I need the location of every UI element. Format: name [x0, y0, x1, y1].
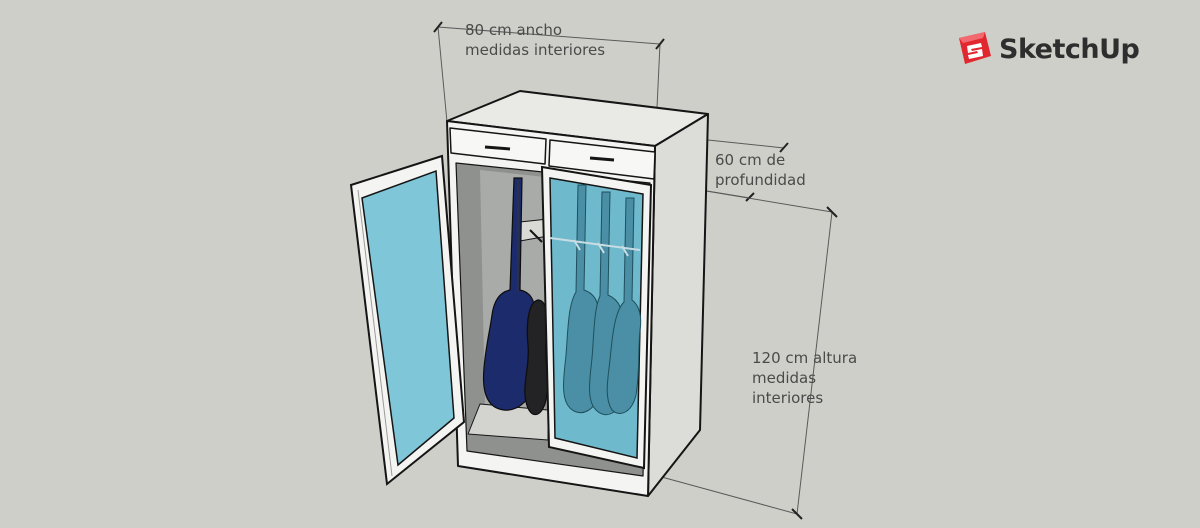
right-door[interactable] — [540, 165, 653, 470]
left-door[interactable] — [349, 154, 466, 486]
guitars-behind-glass — [563, 184, 642, 415]
drawer-left — [449, 127, 547, 165]
drawer-handle-left — [484, 145, 511, 151]
sketchup-logo: SketchUp — [955, 30, 1140, 68]
guitar-dark — [524, 299, 549, 416]
cabinet-side — [647, 113, 709, 497]
sketchup-logo-icon — [959, 32, 991, 64]
brand-name: SketchUp — [999, 33, 1140, 65]
guitars — [482, 177, 549, 416]
drawer-handle-right — [589, 156, 615, 162]
depth-dimension-label: 60 cm de profundidad — [715, 150, 806, 190]
dimension-lines — [433, 21, 838, 520]
depth-label-line-1: 60 cm de — [715, 151, 786, 169]
width-label-line-2: medidas interiores — [465, 41, 606, 59]
width-label-line-1: 80 cm ancho — [465, 21, 563, 39]
width-dimension-label: 80 cm ancho medidas interiores — [465, 20, 605, 60]
guitar-hooks — [549, 237, 641, 257]
depth-label-line-2: profundidad — [715, 171, 806, 189]
height-label-line-1: 120 cm altura — [752, 349, 858, 367]
left-door-glass — [361, 169, 455, 467]
height-dimension-label: 120 cm altura medidas interiores — [752, 348, 857, 408]
height-label-line-3: interiores — [752, 389, 824, 407]
height-label-line-2: medidas — [752, 369, 817, 387]
